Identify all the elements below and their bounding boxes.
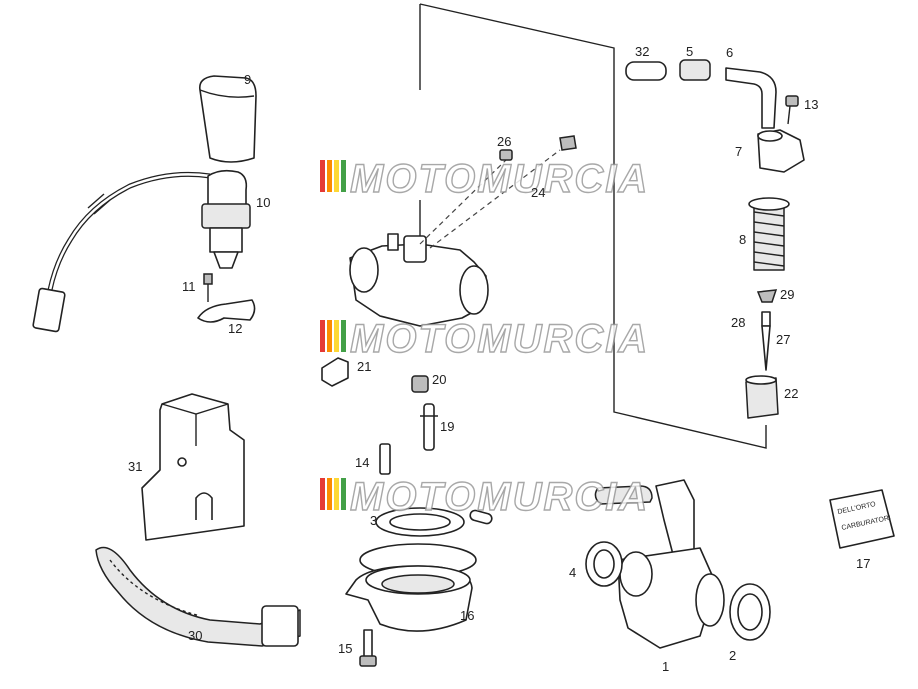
callout-22: 22 xyxy=(784,386,798,401)
callout-31: 31 xyxy=(128,459,142,474)
part-4-clamp xyxy=(585,541,623,587)
watermark-text-2: MOTOMURCIA xyxy=(350,317,649,361)
callout-3: 3 xyxy=(370,513,377,528)
callout-28: 28 xyxy=(731,315,745,330)
part-31-manifold-block xyxy=(141,393,245,541)
callout-17: 17 xyxy=(856,556,870,571)
callout-29: 29 xyxy=(780,287,794,302)
callout-11: 11 xyxy=(182,279,196,294)
assembly-outline xyxy=(419,3,767,449)
callout-30: 30 xyxy=(188,628,202,643)
part-7-mixer-top xyxy=(757,129,805,173)
part-24-screw xyxy=(559,135,577,151)
part-10-sensor-with-wire xyxy=(32,169,251,333)
callout-15: 15 xyxy=(338,641,352,656)
part-29-clip xyxy=(756,289,778,303)
part-14-idle-jet xyxy=(379,443,391,475)
part-8-spring xyxy=(748,197,790,271)
part-26-plug xyxy=(499,149,513,161)
part-carburetor-body xyxy=(349,149,561,327)
watermark-2: MOTOMURCIA xyxy=(320,316,649,362)
callout-8: 8 xyxy=(739,232,746,247)
callout-20: 20 xyxy=(432,372,446,387)
part-15-bowl-screw xyxy=(359,629,377,667)
part-20-nut xyxy=(411,375,429,393)
callout-6: 6 xyxy=(726,45,733,60)
watermark-3: MOTOMURCIA xyxy=(320,474,649,520)
callout-16: 16 xyxy=(460,608,474,623)
part-32-sleeve xyxy=(625,61,667,81)
callout-26: 26 xyxy=(497,134,511,149)
part-19-jet xyxy=(420,403,438,451)
part-6-hose xyxy=(725,67,777,129)
callout-12: 12 xyxy=(228,321,242,336)
callout-21: 21 xyxy=(357,359,371,374)
callout-2: 2 xyxy=(729,648,736,663)
part-30-intake-hose xyxy=(95,546,301,647)
part-12-clip xyxy=(197,299,256,323)
callout-32: 32 xyxy=(635,44,649,59)
part-22-throttle-slide xyxy=(745,375,779,419)
callout-24: 24 xyxy=(531,185,545,200)
watermark-text-1: MOTOMURCIA xyxy=(350,157,649,201)
callout-19: 19 xyxy=(440,419,454,434)
part-2-clamp xyxy=(729,583,771,641)
callout-14: 14 xyxy=(355,455,369,470)
callout-27: 27 xyxy=(776,332,790,347)
part-17-decal: DELL'ORTO CARBURATORI xyxy=(829,489,895,549)
watermark-text-3: MOTOMURCIA xyxy=(350,475,649,519)
part-5-filter xyxy=(679,59,711,81)
part-9-cap xyxy=(198,75,257,163)
part-27-needle xyxy=(761,311,771,371)
part-21-choke-plunger xyxy=(321,357,349,387)
callout-1: 1 xyxy=(662,659,669,674)
callout-10: 10 xyxy=(256,195,270,210)
callout-13: 13 xyxy=(804,97,818,112)
callout-4: 4 xyxy=(569,565,576,580)
callout-5: 5 xyxy=(686,44,693,59)
watermark-1: MOTOMURCIA xyxy=(320,156,649,202)
part-16-float-bowl xyxy=(345,565,473,632)
part-13-screw xyxy=(785,95,799,125)
callout-7: 7 xyxy=(735,144,742,159)
part-1-carburetor-assembly xyxy=(594,479,725,649)
callout-9: 9 xyxy=(244,72,251,87)
part-11-screw xyxy=(203,273,213,302)
